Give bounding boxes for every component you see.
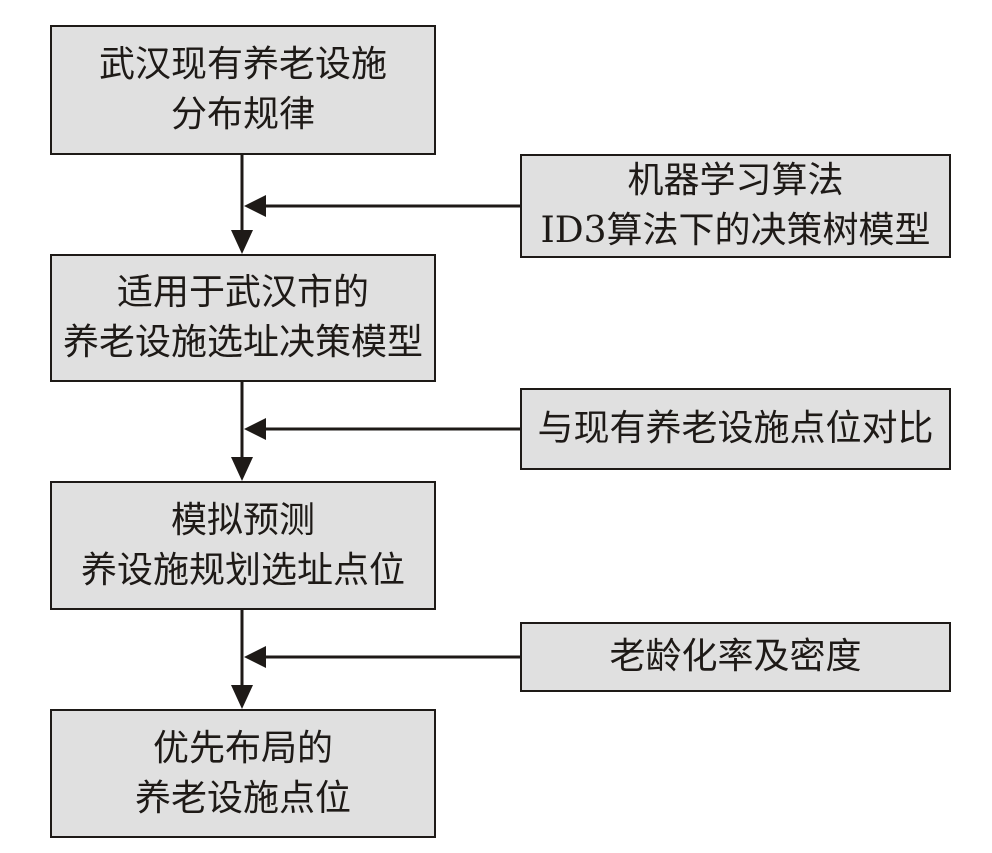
input-arrowhead-2	[244, 418, 266, 440]
input-3-line-1: 老龄化率及密度	[609, 636, 862, 677]
flow-step-1-box: 武汉现有养老设施 分布规律	[50, 25, 436, 155]
main-flow-arrowhead-2	[231, 457, 253, 481]
flow-step-3-box: 模拟预测 养设施规划选址点位	[50, 481, 436, 610]
flow-step-2-line-2: 养老设施选址决策模型	[62, 322, 423, 363]
input-1-line-2: ID3算法下的决策树模型	[540, 210, 931, 251]
flow-step-4-line-2: 养老设施点位	[134, 777, 351, 819]
flow-step-4-box: 优先布局的 养老设施点位	[50, 709, 436, 838]
flow-step-2-line-1: 适用于武汉市的	[116, 272, 369, 313]
input-1-line-1: 机器学习算法	[627, 160, 844, 201]
input-1-box: 机器学习算法 ID3算法下的决策树模型	[520, 154, 951, 258]
input-2-box: 与现有养老设施点位对比	[520, 388, 951, 470]
input-arrowhead-3	[244, 646, 266, 668]
flow-step-2-box: 适用于武汉市的 养老设施选址决策模型	[50, 254, 436, 382]
main-flow-arrowhead-3	[231, 685, 253, 709]
flow-step-3-line-1: 模拟预测	[170, 499, 315, 541]
main-flow-arrowhead-1	[231, 230, 253, 254]
flow-step-1-line-1: 武汉现有养老设施	[98, 44, 387, 85]
flow-step-4-line-1: 优先布局的	[152, 727, 333, 769]
input-3-box: 老龄化率及密度	[520, 622, 951, 692]
flow-step-3-line-2: 养设施规划选址点位	[80, 549, 405, 591]
input-arrowhead-1	[244, 195, 266, 217]
flow-step-1-line-2: 分布规律	[170, 94, 315, 135]
input-2-line-1: 与现有养老设施点位对比	[537, 408, 934, 449]
